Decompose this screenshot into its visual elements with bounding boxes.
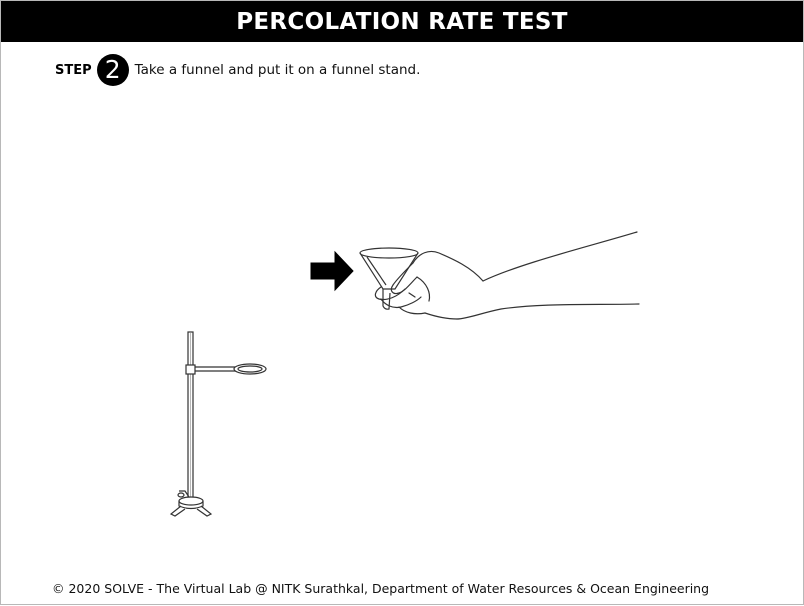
funnel-stand-icon[interactable]: [169, 331, 267, 517]
step-label: STEP: [55, 62, 92, 78]
page-title: PERCOLATION RATE TEST: [236, 8, 568, 35]
title-bar: PERCOLATION RATE TEST: [1, 1, 803, 42]
step-instruction-row: STEP 2 Take a funnel and put it on a fun…: [55, 54, 421, 86]
step-number-badge: 2: [96, 54, 129, 86]
arrow-right-icon[interactable]: [310, 250, 354, 292]
footer-copyright: © 2020 SOLVE - The Virtual Lab @ NITK Su…: [52, 581, 710, 596]
step-instruction-text: Take a funnel and put it on a funnel sta…: [134, 62, 421, 78]
funnel-icon[interactable]: [359, 247, 419, 310]
hand-icon: [374, 231, 640, 320]
